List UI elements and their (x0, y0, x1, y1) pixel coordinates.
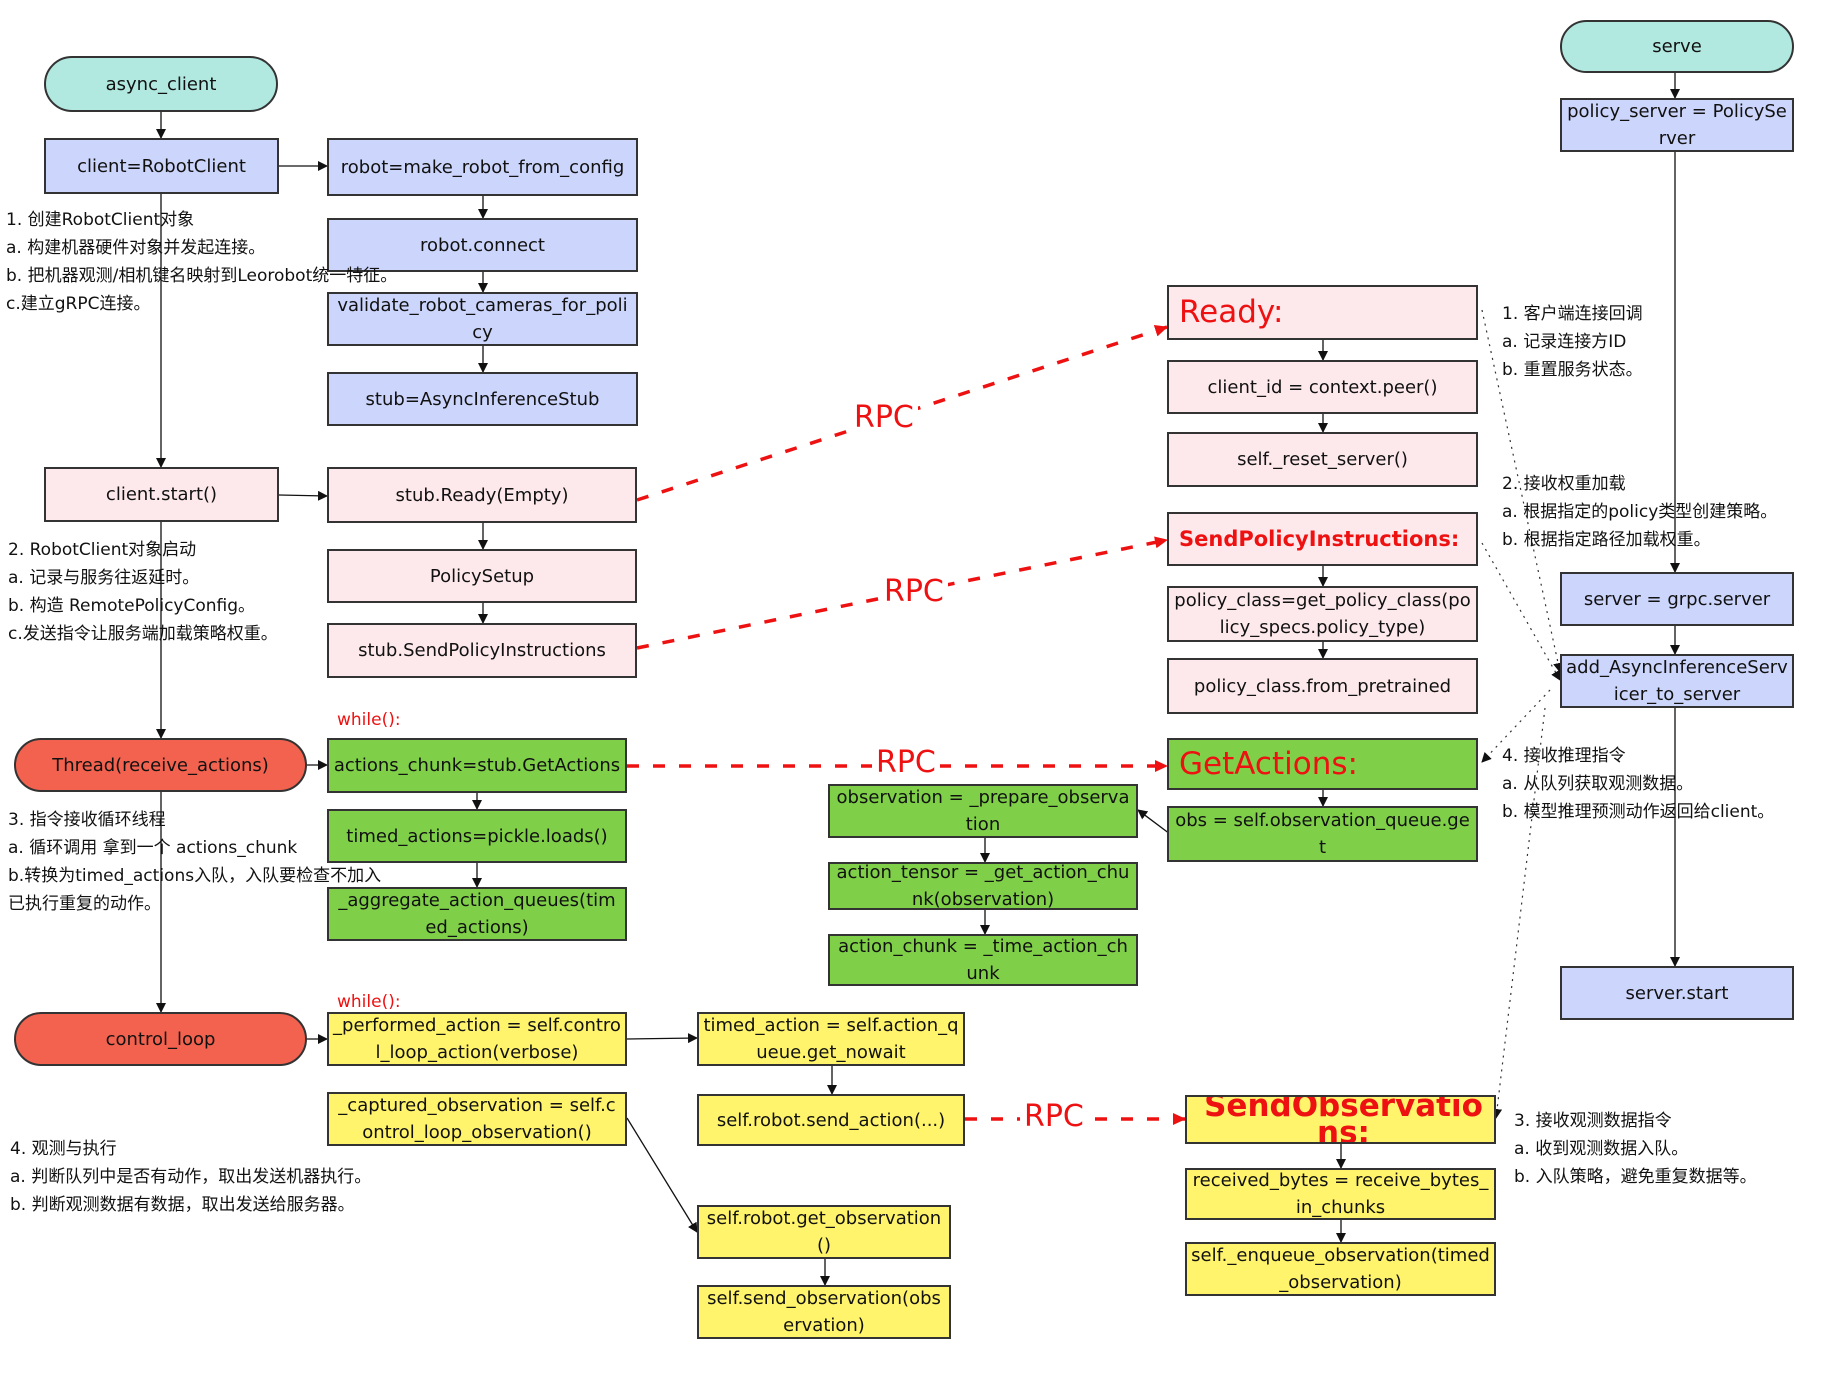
note-line: 3. 指令接收循环线程 (8, 810, 166, 830)
note-line: b. 模型推理预测动作返回给client。 (1502, 802, 1775, 822)
note-line: a. 记录与服务往返延时。 (8, 568, 200, 588)
stub-ready-node: stub.Ready(Empty) (327, 467, 637, 523)
aggregate-queues-node: _aggregate_action_queues(timed_actions) (327, 887, 627, 941)
note-line: b. 判断观测数据有数据，取出发送给服务器。 (10, 1195, 355, 1215)
note-line: 已执行重复的动作。 (8, 894, 161, 914)
note-line: a. 记录连接方ID (1502, 332, 1627, 352)
note-client-2: 2. RobotClient对象启动 a. 记录与服务往返延时。 b. 构造 R… (8, 536, 278, 648)
received-bytes-node: received_bytes = receive_bytes_in_chunks (1185, 1168, 1496, 1220)
note-line: b. 根据指定路径加载权重。 (1502, 530, 1711, 550)
send-observation-node: self.send_observation(observation) (697, 1285, 951, 1339)
note-client-1: 1. 创建RobotClient对象 a. 构建机器硬件对象并发起连接。 b. … (6, 206, 397, 318)
note-line: 2. 接收权重加载 (1502, 474, 1626, 494)
grpc-server-node: server = grpc.server (1560, 572, 1794, 626)
note-line: b. 把机器观测/相机键名映射到Leorobot统一特征。 (6, 266, 398, 286)
dotted-servicer-links (1481, 309, 1563, 1119)
rpc-label-send-observations: RPC (1020, 1099, 1088, 1134)
client-connectors (156, 112, 837, 1286)
note-server-3: 3. 接收观测数据指令 a. 收到观测数据入队。 b. 入队策略，避免重复数据等… (1514, 1107, 1757, 1191)
get-actions-handler-node: GetActions: (1167, 738, 1478, 790)
reset-server-node: self._reset_server() (1167, 432, 1478, 487)
send-policy-instructions-handler-node: SendPolicyInstructions: (1167, 512, 1478, 566)
control-loop-node: control_loop (14, 1012, 307, 1066)
policy-from-pretrained-node: policy_class.from_pretrained (1167, 658, 1478, 714)
server-start-node: server.start (1560, 966, 1794, 1020)
note-line: c.建立gRPC连接。 (6, 294, 151, 314)
note-line: 2. RobotClient对象启动 (8, 540, 197, 560)
note-line: 1. 创建RobotClient对象 (6, 210, 195, 230)
observation-prepare-node: observation = _prepare_observation (828, 784, 1138, 838)
client-id-node: client_id = context.peer() (1167, 360, 1478, 414)
while-label-control: while(): (337, 992, 401, 1012)
async-client-start-node: async_client (44, 56, 278, 112)
note-line: 1. 客户端连接回调 (1502, 304, 1643, 324)
note-line: b.转换为timed_actions入队，入队要检查不加入 (8, 866, 382, 886)
policy-server-node: policy_server = PolicyServer (1560, 98, 1794, 152)
send-observations-handler-node: SendObservations: (1185, 1095, 1496, 1144)
note-line: 3. 接收观测数据指令 (1514, 1111, 1672, 1131)
note-server-2: 2. 接收权重加载 a. 根据指定的policy类型创建策略。 b. 根据指定路… (1502, 470, 1777, 554)
validate-cameras-node: validate_robot_cameras_for_policy (327, 292, 638, 346)
client-start-node: client.start() (44, 467, 279, 522)
note-line: a. 收到观测数据入队。 (1514, 1139, 1689, 1159)
thread-receive-actions-node: Thread(receive_actions) (14, 738, 307, 792)
performed-action-node: _performed_action = self.control_loop_ac… (327, 1012, 627, 1066)
rpc-label-send-policy: RPC (880, 574, 948, 609)
policy-class-get-node: policy_class=get_policy_class(policy_spe… (1167, 586, 1478, 642)
note-server-4: 4. 接收推理指令 a. 从队列获取观测数据。 b. 模型推理预测动作返回给cl… (1502, 742, 1774, 826)
ready-handler-node: Ready: (1167, 285, 1478, 340)
action-tensor-node: action_tensor = _get_action_chunk(observ… (828, 862, 1138, 910)
note-line: c.发送指令让服务端加载策略权重。 (8, 624, 278, 644)
note-line: a. 循环调用 拿到一个 actions_chunk (8, 838, 298, 858)
action-chunk-time-node: action_chunk = _time_action_chunk (828, 934, 1138, 986)
robot-connect-node: robot.connect (327, 218, 638, 272)
note-line: a. 根据指定的policy类型创建策略。 (1502, 502, 1778, 522)
note-line: b. 重置服务状态。 (1502, 360, 1643, 380)
enqueue-observation-node: self._enqueue_observation(timed_observat… (1185, 1242, 1496, 1296)
stub-send-policy-node: stub.SendPolicyInstructions (327, 623, 637, 678)
note-line: 4. 观测与执行 (10, 1139, 117, 1159)
while-label-receive: while(): (337, 710, 401, 730)
rpc-label-ready: RPC (850, 400, 918, 435)
timed-actions-node: timed_actions=pickle.loads() (327, 809, 627, 863)
client-robotclient-node: client=RobotClient (44, 138, 279, 194)
rpc-label-get-actions: RPC (872, 745, 940, 780)
note-client-4: 4. 观测与执行 a. 判断队列中是否有动作，取出发送机器执行。 b. 判断观测… (10, 1135, 371, 1219)
policy-setup-node: PolicySetup (327, 549, 637, 603)
note-client-3: 3. 指令接收循环线程 a. 循环调用 拿到一个 actions_chunk b… (8, 806, 381, 918)
add-servicer-node: add_AsyncInferenceServicer_to_server (1560, 654, 1794, 708)
note-line: a. 构建机器硬件对象并发起连接。 (6, 238, 266, 258)
robot-get-observation-node: self.robot.get_observation() (697, 1205, 951, 1259)
actions-chunk-node: actions_chunk=stub.GetActions (327, 738, 627, 793)
serve-start-node: serve (1560, 20, 1794, 73)
timed-action-node: timed_action = self.action_queue.get_now… (697, 1012, 965, 1066)
note-line: b. 构造 RemotePolicyConfig。 (8, 596, 256, 616)
server-connectors (980, 73, 1680, 1243)
note-server-1: 1. 客户端连接回调 a. 记录连接方ID b. 重置服务状态。 (1502, 300, 1643, 384)
obs-queue-node: obs = self.observation_queue.get (1167, 806, 1478, 862)
note-line: a. 判断队列中是否有动作，取出发送机器执行。 (10, 1167, 372, 1187)
captured-observation-node: _captured_observation = self.control_loo… (327, 1092, 627, 1146)
note-line: a. 从队列获取观测数据。 (1502, 774, 1694, 794)
note-line: 4. 接收推理指令 (1502, 746, 1626, 766)
rpc-links (627, 325, 1186, 1125)
robot-send-action-node: self.robot.send_action(...) (697, 1094, 965, 1146)
stub-async-node: stub=AsyncInferenceStub (327, 372, 638, 426)
note-line: b. 入队策略，避免重复数据等。 (1514, 1167, 1757, 1187)
robot-make-node: robot=make_robot_from_config (327, 138, 638, 196)
